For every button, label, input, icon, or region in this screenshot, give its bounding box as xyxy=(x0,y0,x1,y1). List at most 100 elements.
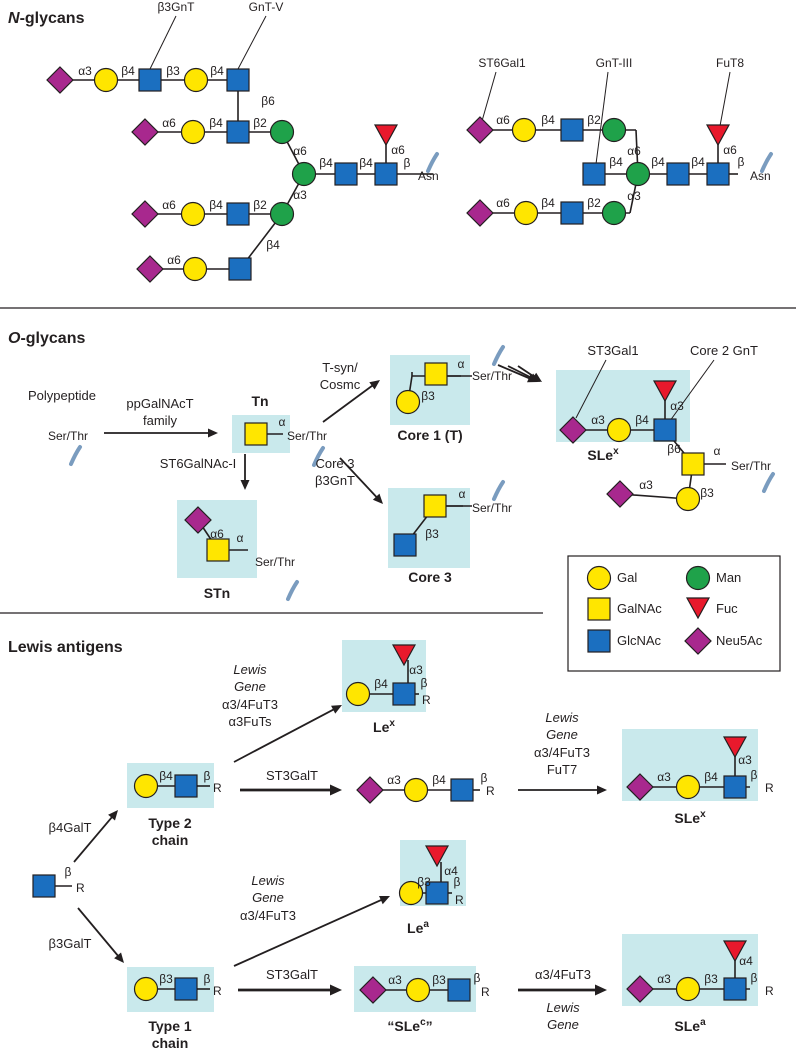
galnac-icon xyxy=(681,452,705,476)
enzyme-core3-label: Core 3 xyxy=(315,456,354,471)
label: β4 xyxy=(432,773,446,787)
enzyme-st3galt: ST3GalT xyxy=(266,768,318,783)
legend-glcnac-label: GlcNAc xyxy=(617,633,662,648)
label: α4 xyxy=(739,954,753,968)
peptide-icon xyxy=(286,580,299,601)
label: β4 xyxy=(609,155,623,169)
label: β4 xyxy=(209,198,223,212)
label: α xyxy=(714,444,721,458)
label: β xyxy=(481,771,488,785)
galactose-icon xyxy=(395,389,421,415)
galactose-icon xyxy=(511,117,537,143)
label: α3 xyxy=(627,189,641,203)
fucose-icon xyxy=(722,736,748,759)
neu5ac-icon xyxy=(356,776,384,804)
galactose-icon xyxy=(398,880,424,906)
neu5ac-icon xyxy=(136,255,164,283)
enzyme-fut3: α3/4FuT3 xyxy=(240,908,296,923)
reaction-arrow xyxy=(517,365,537,379)
sle-x-label: SLex xyxy=(587,446,619,463)
sle-x-label: SLex xyxy=(674,809,706,826)
mannose-icon xyxy=(601,200,627,226)
glcnac-icon xyxy=(560,201,584,225)
enzyme-ppgalnact: ppGalNAcT xyxy=(126,396,193,411)
core3-label: Core 3 xyxy=(408,569,452,585)
peptide-icon xyxy=(760,152,773,173)
galnac-icon xyxy=(423,494,447,518)
label: R xyxy=(486,784,495,798)
glcnac-icon xyxy=(32,874,56,898)
label: β3 xyxy=(421,389,435,403)
label: R xyxy=(765,781,774,795)
label: α3 xyxy=(409,663,423,677)
label: β xyxy=(204,972,211,986)
arrow-head xyxy=(595,984,607,996)
legend-galnac-label: GalNAc xyxy=(617,601,662,616)
fucose-icon xyxy=(685,597,711,620)
enzyme-fut8: FuT8 xyxy=(716,56,744,70)
galactose-icon xyxy=(133,976,159,1002)
ser-thr-label: Ser/Thr xyxy=(48,429,88,443)
fucose-icon xyxy=(424,845,450,868)
lewis-antigens-heading: Lewis antigens xyxy=(8,639,123,656)
label: β4 xyxy=(541,196,555,210)
enzyme-b3galt: β3GalT xyxy=(49,936,92,951)
galnac-icon xyxy=(424,362,448,386)
enzyme-leader-line xyxy=(666,359,715,426)
label: α6 xyxy=(210,527,224,541)
enzyme-gene: Gene xyxy=(546,727,578,742)
label: α6 xyxy=(496,196,510,210)
enzyme-gene: Gene xyxy=(234,679,266,694)
galactose-icon xyxy=(405,977,431,1003)
fucose-icon xyxy=(722,940,748,963)
galactose-icon xyxy=(675,486,701,512)
mannose-icon xyxy=(685,565,711,591)
core1-label: Core 1 (T) xyxy=(397,427,462,443)
label: α6 xyxy=(293,144,307,158)
label: β6 xyxy=(261,94,275,108)
label: β xyxy=(404,156,411,170)
o-glycans-heading: O-glycans xyxy=(8,330,85,347)
label: β6 xyxy=(667,442,681,456)
glcnac-icon xyxy=(447,978,471,1002)
label: β xyxy=(65,865,72,879)
label: α3 xyxy=(388,973,402,987)
arrow-head xyxy=(372,493,383,504)
galnac-icon xyxy=(244,422,268,446)
label: β4 xyxy=(359,156,373,170)
galactose-icon xyxy=(675,774,701,800)
neu5ac-icon xyxy=(466,116,494,144)
label: β xyxy=(454,875,461,889)
label: β4 xyxy=(635,413,649,427)
galactose-icon xyxy=(180,119,206,145)
peptide-icon xyxy=(492,480,505,501)
enzyme-gnt-v: GnT-V xyxy=(249,0,284,14)
fucose-icon xyxy=(705,124,731,147)
enzyme-lewis: Lewis xyxy=(545,710,579,725)
label: β2 xyxy=(253,116,267,130)
label: α6 xyxy=(391,143,405,157)
label: β3 xyxy=(425,527,439,541)
arrow-head xyxy=(369,380,380,390)
polypeptide-label: Polypeptide xyxy=(28,388,96,403)
label: β xyxy=(751,971,758,985)
label: α6 xyxy=(723,143,737,157)
enzyme-fut3: α3/4FuT3 xyxy=(222,697,278,712)
enzyme-lewis: Lewis xyxy=(233,662,267,677)
galactose-icon xyxy=(183,67,209,93)
mannose-icon xyxy=(291,161,317,187)
glcnac-icon xyxy=(582,162,606,186)
galactose-icon xyxy=(586,565,612,591)
label: β2 xyxy=(587,113,601,127)
label: α3 xyxy=(639,478,653,492)
arrow-head xyxy=(330,784,342,796)
enzyme-a3futs: α3FuTs xyxy=(229,714,272,729)
ser-thr-label: Ser/Thr xyxy=(472,501,512,515)
label: β4 xyxy=(704,770,718,784)
label: α6 xyxy=(167,253,181,267)
label: R xyxy=(765,984,774,998)
label: β xyxy=(751,768,758,782)
glcnac-icon xyxy=(334,162,358,186)
enzyme-leader-line xyxy=(719,71,731,127)
arrow-head xyxy=(114,952,124,963)
